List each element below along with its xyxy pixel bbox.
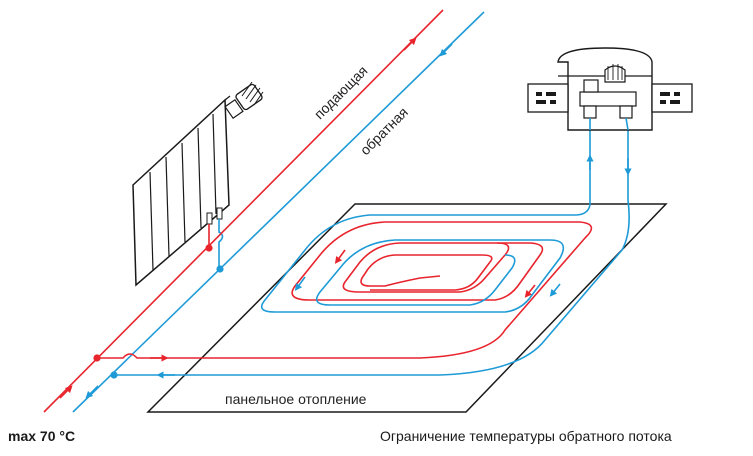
supply-branch	[97, 221, 593, 359]
return-label: обратная	[357, 104, 411, 158]
supply-arrow-top	[403, 37, 417, 51]
description-caption: Ограничение температуры обратного потока	[380, 428, 672, 444]
return-branch	[114, 130, 630, 376]
supply-arrow-bottom	[59, 385, 73, 399]
return-arrow-top	[439, 43, 453, 57]
radiator-icon	[132, 95, 231, 287]
spiral-arrow-blue-right	[549, 283, 561, 297]
panel-label: панельное отопление	[225, 391, 367, 407]
thermostatic-head-icon	[224, 81, 264, 120]
max-temp-caption: max 70 °C	[8, 428, 76, 444]
return-temperature-limiter-icon	[527, 47, 693, 131]
floor-panel	[146, 203, 668, 413]
return-riser	[72, 11, 485, 413]
return-tee	[110, 371, 118, 379]
spiral-arrow-blue-left	[294, 276, 306, 291]
return-spiral	[260, 130, 591, 313]
supply-tee	[93, 354, 101, 362]
return-arrow-bottom	[85, 385, 99, 399]
supply-spiral-core	[360, 242, 510, 291]
supply-riser	[43, 9, 444, 413]
spiral-arrow-red-right	[524, 284, 536, 298]
spiral-arrow-red-left	[334, 249, 346, 264]
